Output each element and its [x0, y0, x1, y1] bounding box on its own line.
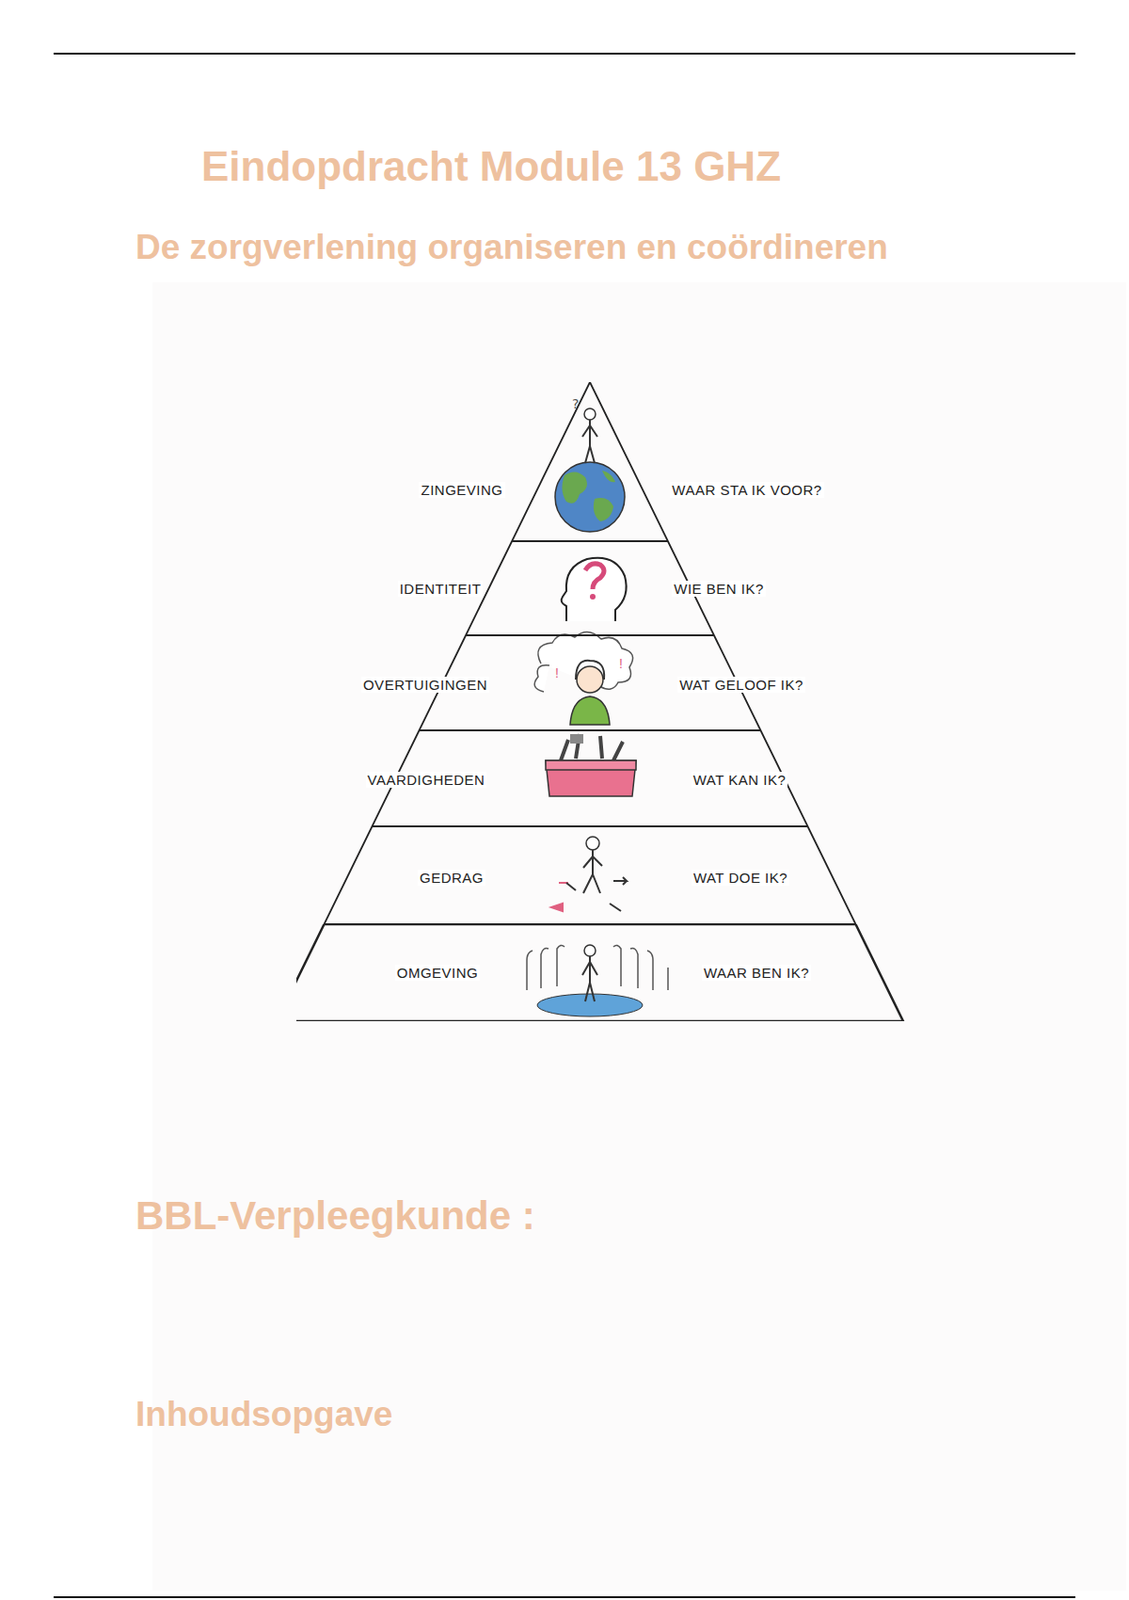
globe-icon: ?: [555, 396, 625, 532]
band-outline: [296, 826, 923, 924]
band-outline: [296, 540, 923, 636]
level-name: VAARDIGHEDEN: [365, 771, 488, 788]
walking-person-icon: [551, 836, 627, 911]
pyramid-band: OMGEVING WAAR BEN IK?: [296, 923, 923, 1021]
level-name: GEDRAG: [417, 869, 486, 886]
level-name: OVERTUIGINGEN: [361, 676, 490, 693]
svg-text:!: !: [555, 665, 559, 681]
svg-text:?: ?: [572, 396, 579, 412]
pyramid-band: GEDRAG WAT DOE IK?: [296, 826, 923, 924]
svg-text:!: !: [619, 655, 623, 671]
head-icon: [561, 557, 627, 621]
band-outline: [296, 381, 923, 541]
band-trapezoid: [511, 381, 668, 541]
level-name: OMGEVING: [395, 964, 481, 981]
top-rule: [53, 52, 1076, 55]
pyramid-band: VAARDIGHEDEN WAT KAN IK?: [296, 730, 923, 827]
level-name: ZINGEVING: [418, 481, 505, 498]
pyramid-band: IDENTITEIT WIE BEN IK?: [296, 540, 923, 636]
level-name: IDENTITEIT: [397, 580, 484, 597]
level-question: WAT KAN IK?: [691, 771, 789, 788]
toc-heading: Inhoudsopgave: [135, 1394, 393, 1434]
level-question: WIE BEN IK?: [671, 580, 766, 597]
toolbox-icon: [545, 733, 637, 796]
pyramid-band: OVERTUIGINGEN WAT GELOOF IK?: [296, 635, 923, 731]
subtitle: De zorgverlening organiseren en coördine…: [135, 227, 889, 268]
band-trapezoid: [324, 826, 857, 924]
band-trapezoid: [296, 923, 904, 1021]
level-question: WAAR STA IK VOOR?: [669, 481, 824, 498]
bottom-rule: [53, 1595, 1076, 1598]
crowd-icon: [526, 944, 668, 1017]
program-label: BBL-Verpleegkunde :: [135, 1192, 536, 1239]
level-question: WAT GELOOF IK?: [677, 676, 806, 693]
level-question: WAAR BEN IK?: [701, 964, 811, 981]
page-title: Eindopdracht Module 13 GHZ: [201, 143, 781, 191]
thinking-person-icon: ! !: [534, 631, 633, 725]
photo-ground: [152, 282, 1127, 1591]
band-outline: [296, 923, 923, 1021]
pyramid-band: ZINGEVING WAAR STA IK VOOR?: [296, 381, 923, 541]
level-question: WAT DOE IK?: [691, 869, 790, 886]
